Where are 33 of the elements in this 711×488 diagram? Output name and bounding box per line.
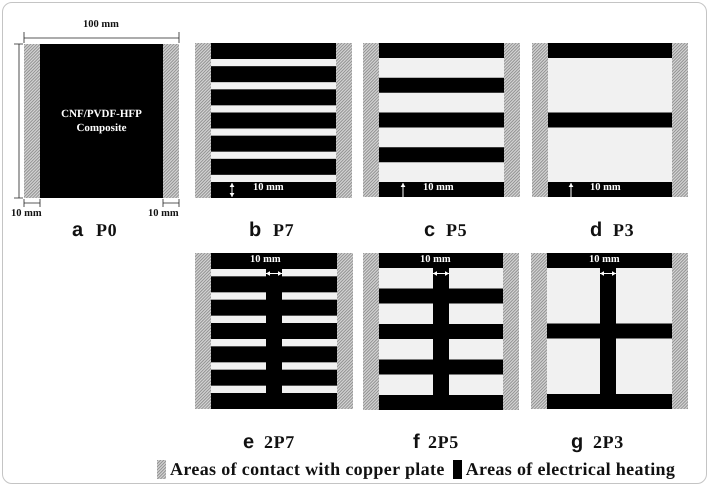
panel-title: P7	[273, 221, 294, 239]
panel-title: 2P7	[264, 433, 295, 451]
dimension-label: 10 mm	[11, 208, 42, 220]
panel-title: P3	[613, 221, 634, 239]
material-label: CNF/PVDF-HFP Composite	[60, 107, 143, 135]
dimension-label: 10 mm	[590, 182, 621, 194]
dimension-label: 10 mm	[148, 208, 179, 220]
electrode-pattern	[531, 253, 688, 409]
panel-title: 2P5	[428, 433, 459, 451]
panel-title: P5	[446, 221, 468, 239]
electrode-pattern	[195, 43, 352, 198]
panel-letter: e	[243, 432, 254, 452]
panel-letter: a	[72, 220, 84, 240]
panel-letter: g	[571, 432, 584, 452]
panel-title: 2P3	[593, 433, 624, 451]
panel-letter: c	[424, 220, 436, 240]
panel-letter: f	[413, 432, 420, 452]
dimension-label: 100 mm	[83, 19, 119, 31]
legend-text: Areas of contact with copper plate	[170, 459, 445, 479]
dimension-label: 10 mm	[250, 254, 281, 266]
panel-title: P0	[96, 221, 118, 239]
electrode-pattern	[24, 44, 179, 198]
electrode-pattern	[363, 253, 519, 410]
dimension-label: 10 mm	[253, 182, 284, 194]
dimension-label: 10 mm	[423, 182, 454, 194]
electrode-pattern	[195, 253, 353, 409]
dimension-label: 10 mm	[420, 254, 451, 266]
electrode-pattern	[532, 43, 688, 197]
panel-letter: d	[590, 220, 602, 240]
dimension-label: 10 mm	[589, 254, 620, 266]
legend-text: Areas of electrical heating	[466, 459, 676, 479]
panel-letter: b	[249, 220, 262, 240]
electrode-pattern	[363, 43, 520, 197]
